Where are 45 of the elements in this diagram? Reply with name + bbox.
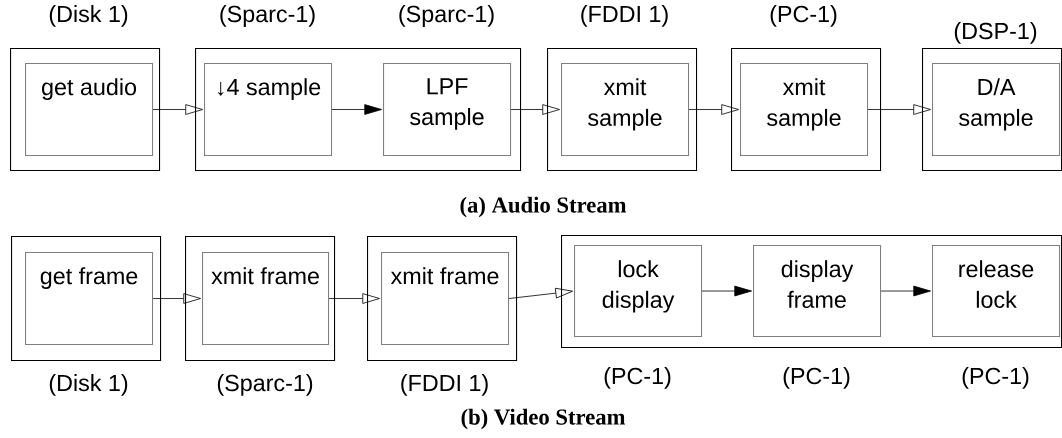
processor-box: [11, 236, 162, 362]
arrow: [867, 104, 931, 115]
process-box: get frame: [25, 252, 154, 346]
process-box: LPF sample: [383, 63, 512, 157]
arrow: [701, 285, 752, 297]
host-label: (Disk 1): [49, 5, 128, 27]
arrow: [152, 293, 201, 304]
caption: (b) Video Stream: [461, 408, 626, 430]
arrow: [880, 285, 931, 297]
host-label: (Sparc-1): [399, 5, 494, 27]
processor-box: [731, 48, 882, 172]
processor-box: [561, 235, 1062, 349]
process-box: release lock: [932, 245, 1061, 338]
arrow: [508, 287, 573, 299]
arrow: [510, 104, 560, 115]
processor-box: [922, 48, 1062, 172]
host-label: (Sparc-1): [220, 5, 315, 27]
host-label: (PC-1): [604, 367, 671, 389]
host-label: (PC-1): [770, 5, 837, 27]
host-label: (PC-1): [962, 367, 1029, 389]
process-box: ↓4 sample: [204, 63, 333, 157]
process-box: xmit frame: [202, 252, 330, 346]
process-box: display frame: [753, 245, 882, 338]
processor-box: [367, 236, 518, 362]
process-box: xmit sample: [740, 63, 869, 157]
arrow: [152, 104, 203, 115]
host-label: (Sparc-1): [217, 374, 313, 396]
process-box: xmit frame: [381, 252, 510, 346]
process-box: get audio: [25, 63, 154, 157]
arrow: [688, 104, 739, 115]
processor-box: [547, 48, 698, 172]
processor-box: [185, 236, 336, 362]
host-label: (Disk 1): [49, 374, 128, 396]
host-label: (FDDI 1): [581, 5, 668, 27]
process-box: lock display: [574, 245, 703, 338]
processor-box: [195, 48, 522, 172]
arrow: [328, 293, 380, 304]
arrow: [331, 104, 382, 115]
host-label: (DSP-1): [954, 22, 1037, 44]
caption: (a) Audio Stream: [460, 196, 627, 218]
processor-box: [10, 48, 161, 172]
process-box: D/A sample: [932, 63, 1061, 157]
host-label: (PC-1): [783, 367, 850, 389]
host-label: (FDDI 1): [401, 374, 488, 396]
process-box: xmit sample: [561, 63, 690, 157]
